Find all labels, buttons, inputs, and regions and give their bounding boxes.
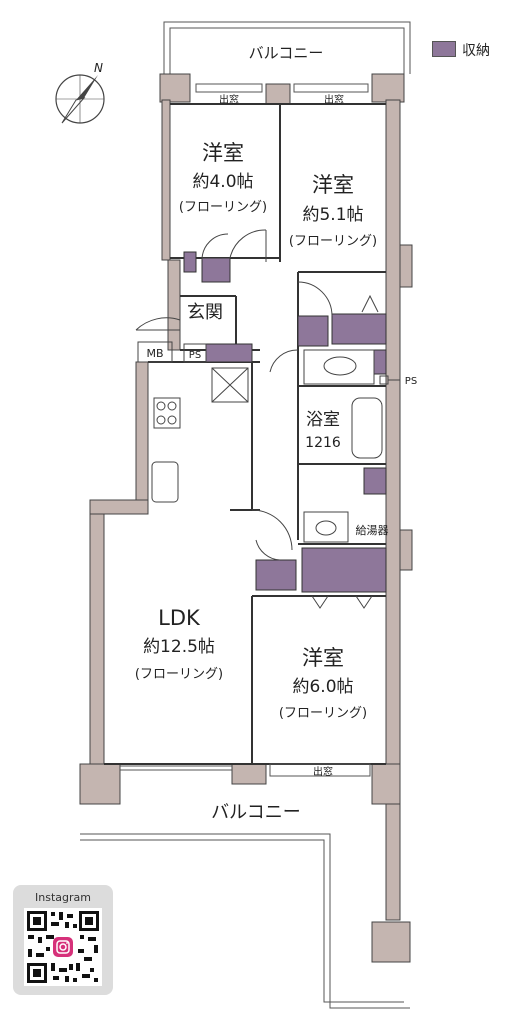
windows [120,83,371,777]
mb-label: MB [146,347,163,360]
bedroom3-name: 洋室 [302,646,344,670]
storage-swatch [432,41,456,57]
ps-label-2: PS [405,376,417,387]
legend-label: 収納 [462,43,490,59]
instagram-title: Instagram [35,891,91,904]
bedroom2-floor: (フローリング) [289,234,377,249]
door-swings [135,229,379,609]
ldk-name: LDK [158,606,201,630]
bay-window-label-2: 出窓 [324,93,344,106]
entrance-label: 玄関 [187,302,223,323]
walls [79,73,413,963]
storage-areas [183,251,387,593]
instagram-card[interactable]: Instagram [13,885,113,995]
bedroom3-size: 約6.0帖 [292,677,353,697]
qr-code-icon[interactable] [24,908,102,986]
balcony-bottom-label: バルコニー [211,802,301,823]
bath-size: 1216 [305,435,341,451]
bay-window-label-1: 出窓 [219,93,239,106]
ldk-size: 約12.5帖 [143,637,215,657]
fixtures [137,341,400,543]
bedroom1-name: 洋室 [202,141,244,165]
bedroom3-floor: (フローリング) [279,706,367,721]
bay-window-label-3: 出窓 [313,765,333,778]
bedroom2-name: 洋室 [312,173,354,197]
bath-name: 浴室 [306,410,340,430]
balcony-top-outline [163,21,411,74]
balcony-bottom-outline [80,833,410,1009]
bedroom1-size: 約4.0帖 [192,172,253,192]
misc-labels: バルコニー バルコニー 出窓 出窓 出窓 MB PS PS 給湯器 [146,44,417,823]
ps-label-1: PS [189,350,201,361]
ldk-floor: (フローリング) [135,667,223,682]
compass-north-label: N [94,61,103,75]
bedroom2-size: 約5.1帖 [302,205,363,225]
bedroom1-floor: (フローリング) [179,200,267,215]
balcony-top-label: バルコニー [249,44,324,62]
compass: N [55,61,105,124]
water-heater-label: 給湯器 [356,523,389,537]
room-labels: 洋室 約4.0帖 (フローリング) 洋室 約5.1帖 (フローリング) 玄関 浴… [135,141,377,721]
legend: 収納 [432,40,490,60]
